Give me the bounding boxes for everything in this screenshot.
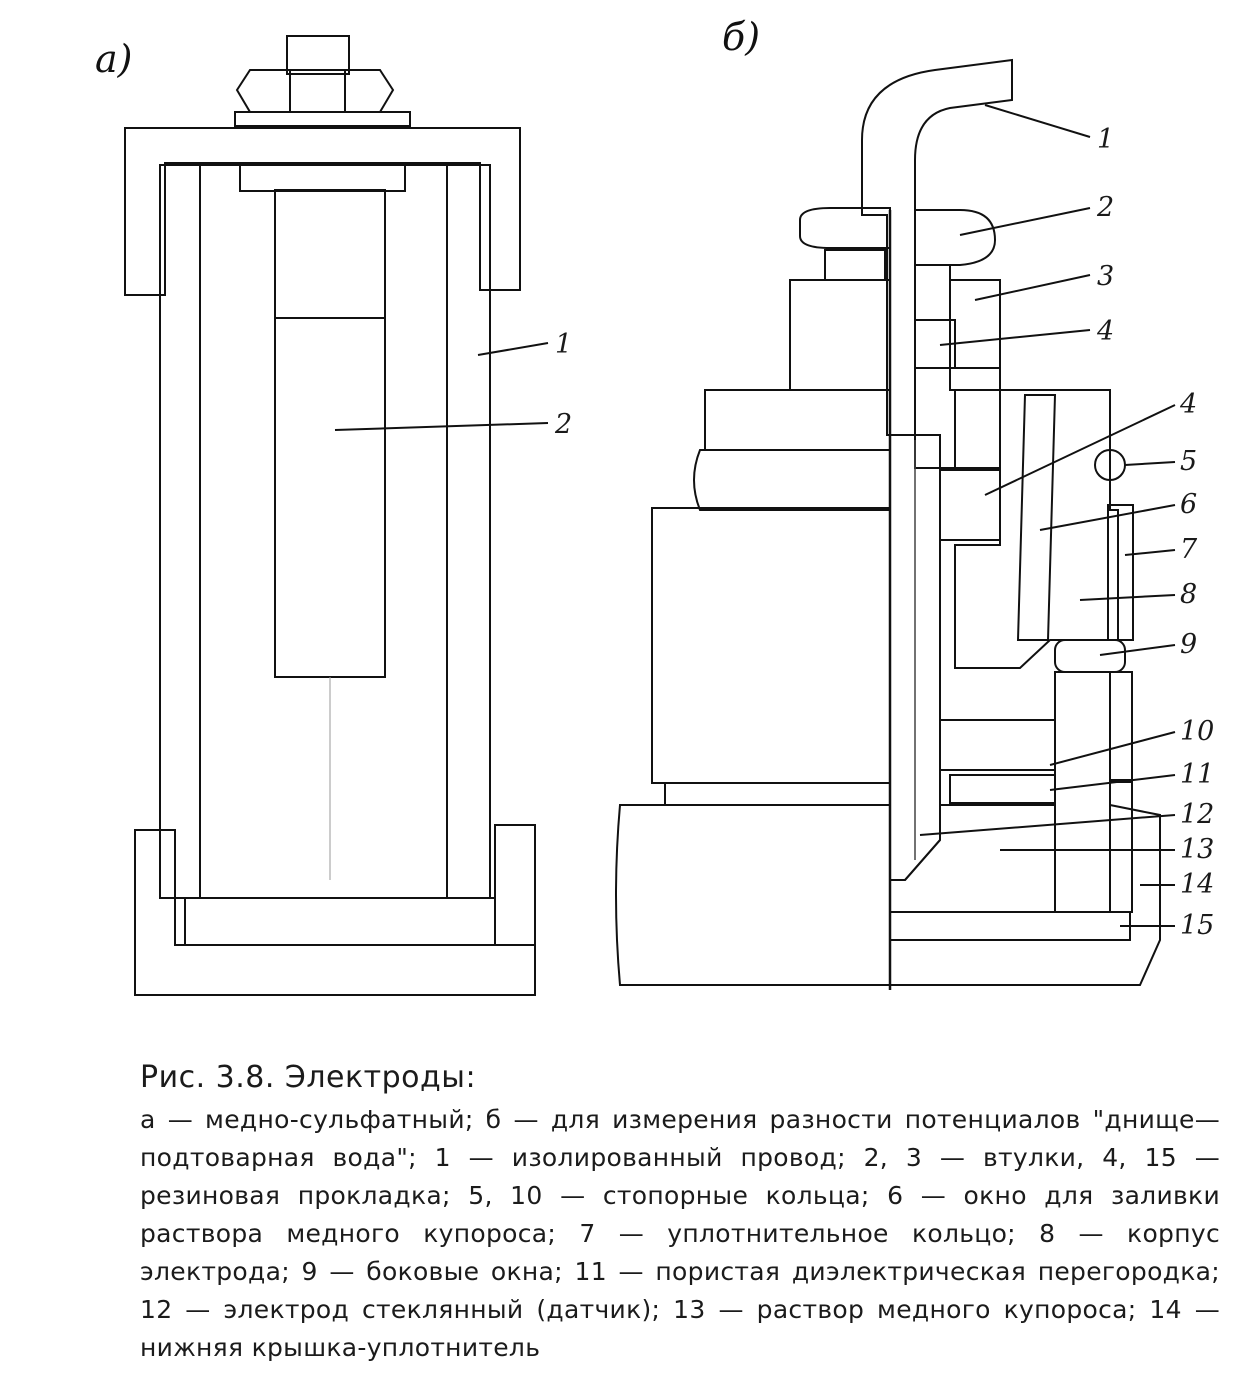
callout-b-15: 15 bbox=[1180, 910, 1214, 941]
bottom-outline bbox=[615, 804, 891, 986]
inner-washer bbox=[239, 162, 406, 192]
body-outline bbox=[651, 507, 891, 784]
nut bbox=[235, 69, 395, 113]
callout-b-7: 7 bbox=[1180, 534, 1198, 565]
callout-b-14: 14 bbox=[1180, 869, 1214, 900]
bolt-head bbox=[286, 35, 350, 75]
figure-caption: Рис. 3.8. Электроды: а — медно-сульфатны… bbox=[140, 1060, 1220, 1367]
callout-b-6: 6 bbox=[1180, 489, 1197, 520]
bottom-cap bbox=[134, 829, 536, 996]
tube-cavity bbox=[199, 164, 448, 899]
callout-b-1: 1 bbox=[1097, 124, 1114, 155]
callout-b-2: 2 bbox=[1096, 192, 1114, 223]
callout-b-9: 9 bbox=[1180, 629, 1197, 660]
panel-b-drawing: б) bbox=[615, 15, 1214, 990]
callout-b-3: 3 bbox=[1097, 261, 1114, 292]
top-cap bbox=[124, 127, 521, 296]
tube-wall-right bbox=[446, 164, 491, 899]
side-window-9 bbox=[1054, 639, 1126, 673]
copper-rod bbox=[274, 189, 386, 678]
washer bbox=[234, 111, 411, 127]
panel-a-label: а) bbox=[95, 37, 132, 81]
bottom-cover-14 bbox=[889, 803, 1161, 986]
callout-b-10: 10 bbox=[1180, 716, 1214, 747]
insulated-wire bbox=[861, 58, 1013, 436]
porous-bottom bbox=[184, 897, 496, 946]
snap-ring-10 bbox=[939, 719, 1056, 771]
lower-body bbox=[1054, 671, 1111, 913]
panel-a-drawing: а) 1 2 bbox=[95, 35, 572, 996]
callout-b-13: 13 bbox=[1180, 834, 1214, 865]
bushing-2 bbox=[914, 209, 997, 266]
callout-b-8: 8 bbox=[1180, 579, 1197, 610]
panel-b-label: б) bbox=[722, 15, 760, 59]
caption-title: Рис. 3.8. Электроды: bbox=[140, 1060, 477, 1095]
callout-a-2: 2 bbox=[554, 409, 572, 440]
callout-b-12: 12 bbox=[1180, 799, 1214, 830]
callout-b-4b: 4 bbox=[1179, 389, 1197, 420]
callout-b-11: 11 bbox=[1180, 759, 1214, 790]
copper-rod-upper bbox=[274, 189, 386, 319]
electrode-body-8 bbox=[954, 389, 1119, 669]
sleeve-outline bbox=[789, 279, 891, 391]
porous-partition-11 bbox=[949, 774, 1056, 804]
gasket-15 bbox=[889, 911, 1131, 941]
callout-b-5: 5 bbox=[1180, 446, 1197, 477]
gasket-4-lower bbox=[939, 469, 1001, 541]
bottom-cap-right bbox=[494, 824, 536, 946]
callout-b-4a: 4 bbox=[1096, 316, 1114, 347]
caption-text: а — медно-сульфатный; б — для измерения … bbox=[140, 1105, 1220, 1362]
callout-a-1: 1 bbox=[555, 329, 572, 360]
electrodes-figure: а) 1 2 б) bbox=[95, 15, 1214, 996]
filling-window-6 bbox=[1016, 394, 1057, 641]
seal-ring-7 bbox=[1107, 504, 1134, 641]
